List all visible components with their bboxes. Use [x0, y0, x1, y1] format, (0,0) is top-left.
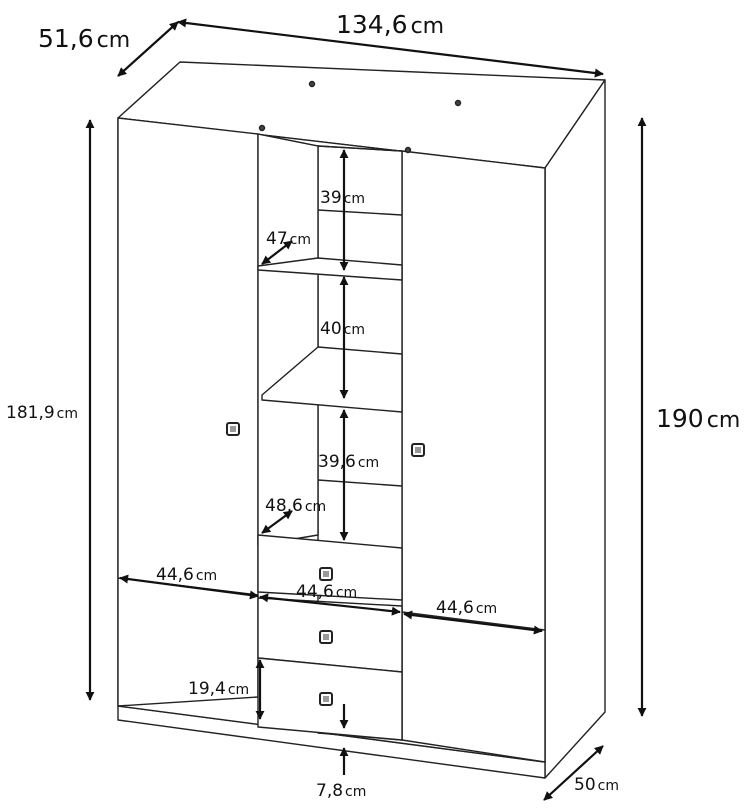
right-side-panel	[544, 79, 606, 779]
top-hole-4	[454, 99, 462, 107]
arrow-depth-top	[117, 21, 179, 77]
arrow-depth-bottom	[543, 745, 604, 801]
arrow-shelf-top-depth	[261, 240, 293, 265]
dimension-arrows	[85, 18, 647, 801]
shelf-2	[261, 346, 403, 413]
shelf-back-line-1	[317, 209, 403, 216]
arrow-shelf-low-depth	[261, 510, 293, 534]
arrow-center-section-width	[259, 593, 401, 616]
top-hole-3	[404, 146, 412, 154]
top-hole-1	[258, 124, 266, 132]
center-left-wall	[257, 133, 319, 546]
wardrobe	[117, 61, 606, 779]
arrow-left-section-width	[119, 574, 259, 600]
top-hole-2	[308, 80, 316, 88]
arrow-right-section-width	[403, 610, 543, 635]
left-door	[117, 117, 259, 707]
shelf-top-inner	[257, 133, 403, 152]
shelf-back-line-3	[317, 479, 403, 487]
arrow-width-total	[177, 18, 604, 78]
shelf-1	[257, 257, 403, 281]
